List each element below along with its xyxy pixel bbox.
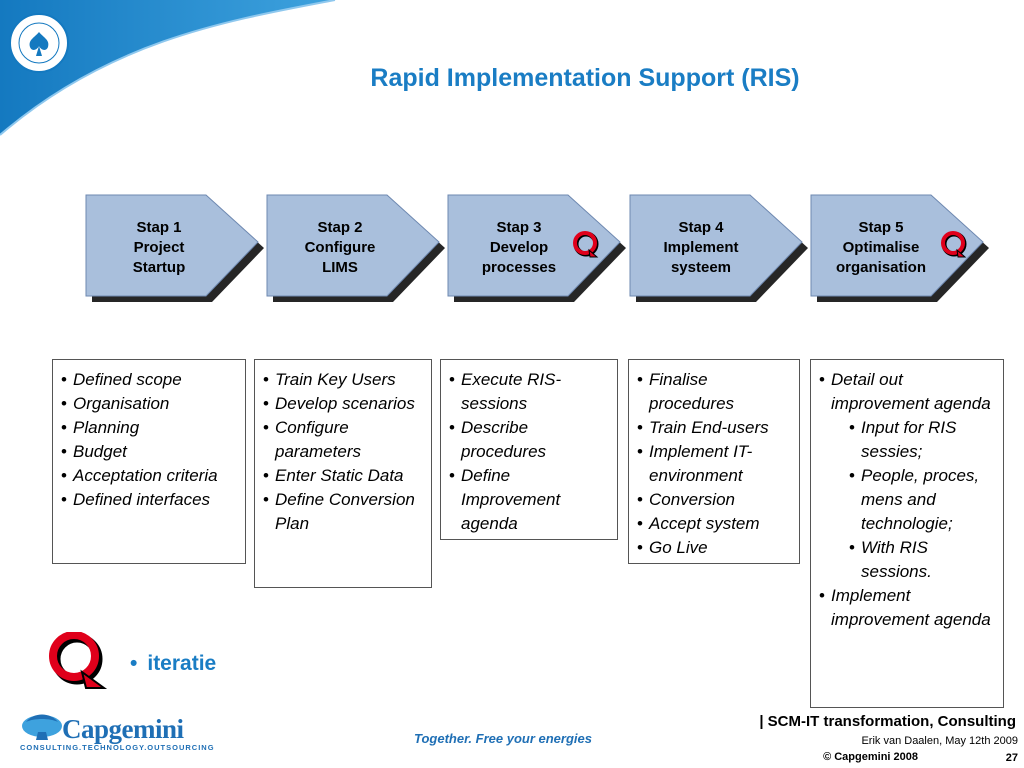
step-1-line-3: Startup [132,259,186,276]
author-date: Erik van Daalen, May 12th 2009 [861,735,1018,747]
legend-label: iteratie [147,652,217,675]
step-1-details: Defined scope Organisation Planning Budg… [52,359,246,564]
step-5-number: Stap 5 [858,219,904,236]
sub-list-item: People, proces, mens and technologie; [849,464,997,536]
list-item: Train Key Users [263,368,425,392]
list-item: Implement IT-environment [637,440,793,488]
header-swoosh [0,0,336,136]
list-item: Enter Static Data [263,464,425,488]
list-item: Defined scope [61,368,239,392]
list-item: Planning [61,416,239,440]
step-4-line-3: systeem [670,259,732,276]
step-3-line-2: Develop [489,239,549,256]
list-item: Budget [61,440,239,464]
step-1-number: Stap 1 [136,219,182,236]
list-item: Defined interfaces [61,488,239,512]
list-item: Execute RIS-sessions [449,368,611,416]
step-3-details: Execute RIS-sessions Describe procedures… [440,359,618,540]
step-4-number: Stap 4 [678,219,724,236]
page-title: Rapid Implementation Support (RIS) [370,64,800,92]
sub-list-item: Input for RIS sessies; [849,416,997,464]
page-number: 27 [1005,752,1018,764]
step-chevron-5 [810,194,989,302]
list-item: Organisation [61,392,239,416]
iteration-icon [49,632,108,689]
step-chevron-4 [629,194,808,302]
step-5-details: Detail out improvement agenda Input for … [810,359,1004,708]
collaborative-seal-logo [9,13,69,73]
step-2-number: Stap 2 [317,219,363,236]
list-item: Train End-users [637,416,793,440]
step-3-number: Stap 3 [496,219,542,236]
copyright: © Capgemini 2008 [823,751,918,763]
list-item: Go Live [637,536,793,560]
step-label-4: Stap 4 Implement systeem [626,218,776,278]
step-2-details: Train Key Users Develop scenarios Config… [254,359,432,588]
logo-name: Capgemini [62,714,184,744]
step-label-2: Stap 2 Configure LIMS [265,218,415,278]
list-item: Accept system [637,512,793,536]
step-label-1: Stap 1 Project Startup [84,218,234,278]
list-item: Configure parameters [263,416,425,464]
step-label-5: Stap 5 Optimalise organisation [806,218,956,278]
step-chevron-2 [266,194,445,302]
list-item: Acceptation criteria [61,464,239,488]
step-chevron-3 [447,194,626,302]
list-item: Define Conversion Plan [263,488,425,536]
step-chevron-1 [85,194,264,302]
presentation-title: | SCM-IT transformation, Consulting [759,713,1016,730]
iteration-icon [573,231,599,258]
step-1-line-2: Project [133,239,185,256]
list-item: Conversion [637,488,793,512]
list-item: Finalise procedures [637,368,793,416]
step-4-line-2: Implement [663,239,739,256]
list-item: Develop scenarios [263,392,425,416]
iteration-icon [941,231,967,258]
logo-subtitle: CONSULTING.TECHNOLOGY.OUTSOURCING [20,743,215,752]
step-5-line-3: organisation [835,259,926,276]
capgemini-logo [22,714,62,740]
step-2-line-3: LIMS [322,259,358,276]
list-item: Implement improvement agenda [819,584,997,632]
list-item: Describe procedures [449,416,611,464]
step-3-line-3: processes [481,259,557,276]
step-label-3: Stap 3 Develop processes [444,218,594,278]
process-chevrons [85,194,989,302]
sub-list-item: With RIS sessions. [849,536,997,584]
list-item: Detail out improvement agenda [819,368,997,416]
legend-iteration: • iteratie [130,652,216,676]
step-2-line-2: Configure [304,239,376,256]
list-item: Define Improvement agenda [449,464,611,536]
step-4-details: Finalise procedures Train End-users Impl… [628,359,800,564]
tagline: Together. Free your energies [414,731,592,746]
legend-bullet: • [130,652,138,675]
step-5-line-2: Optimalise [842,239,920,256]
